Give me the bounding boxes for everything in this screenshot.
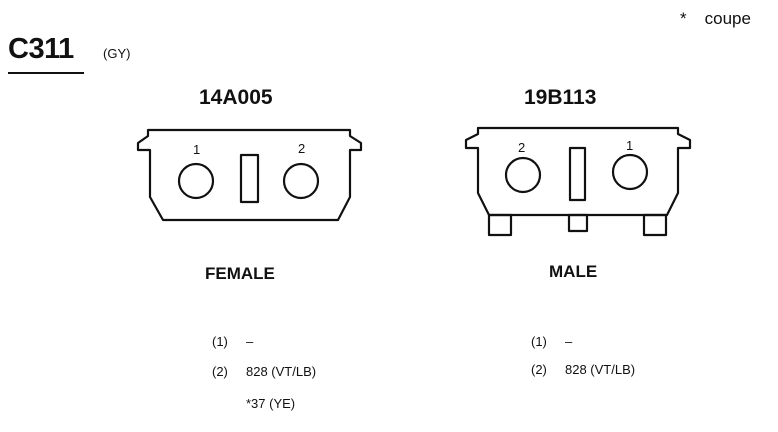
female-connector-housing (136, 128, 363, 222)
male-connector-housing (464, 126, 692, 217)
male-pin-2 (504, 156, 542, 194)
male-pin-1 (611, 153, 649, 191)
male-pin-1-label: 1 (626, 138, 633, 153)
left-pin-label: (2) (212, 364, 228, 379)
connector-id: C311 (8, 33, 74, 65)
female-pin-1 (177, 162, 215, 200)
male-foot-center (567, 213, 589, 233)
left-pin-label: (1) (212, 334, 228, 349)
left-pin-wire: *37 (YE) (246, 396, 296, 411)
right-pin-row: (2) 828 (VT/LB) (531, 362, 635, 377)
left-pin-wire: – (246, 334, 254, 349)
left-pin-row: (2) 828 (VT/LB) (212, 364, 316, 379)
right-pin-label: (2) (531, 362, 547, 377)
female-pin-2-label: 2 (298, 141, 305, 156)
coupe-note: * coupe (680, 9, 751, 29)
female-key-slot (239, 153, 260, 204)
note-text: coupe (704, 9, 751, 28)
female-pin-1-label: 1 (193, 142, 200, 157)
right-pin-label: (1) (531, 334, 547, 349)
right-pin-row: (1) – (531, 334, 572, 349)
male-pin-2-label: 2 (518, 140, 525, 155)
female-pin-2 (282, 162, 320, 200)
male-foot-right (642, 213, 668, 237)
left-part-number: 14A005 (199, 86, 273, 109)
right-gender-label: MALE (549, 262, 598, 281)
male-key-slot (568, 146, 587, 202)
right-pin-wire: – (565, 334, 573, 349)
note-marker: * (680, 9, 687, 28)
left-pin-row: *37 (YE) (212, 396, 295, 411)
connector-color-code: (GY) (103, 46, 131, 61)
left-pin-wire: 828 (VT/LB) (246, 364, 317, 379)
right-part-number: 19B113 (524, 86, 597, 109)
connector-id-underline (8, 72, 84, 74)
male-foot-left (487, 213, 513, 237)
left-pin-row: (1) – (212, 334, 253, 349)
right-pin-wire: 828 (VT/LB) (565, 362, 636, 377)
left-gender-label: FEMALE (205, 264, 275, 283)
